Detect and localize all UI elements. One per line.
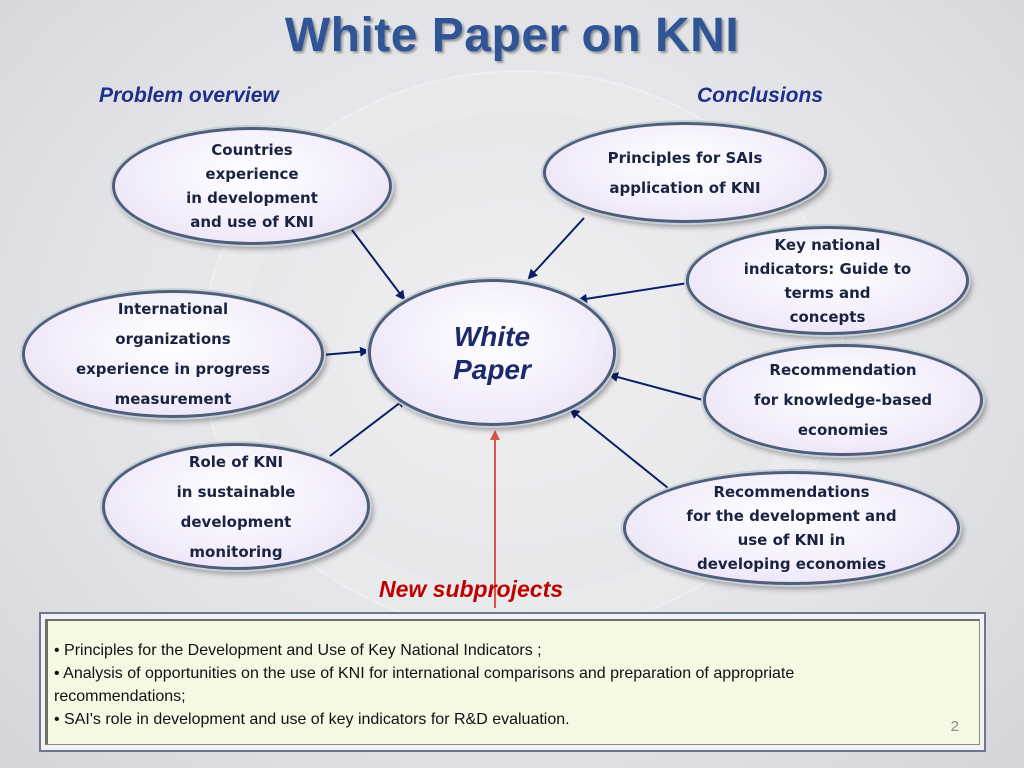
- arrow-developing-to-center: [569, 408, 669, 489]
- arrow-guide-to-center: [577, 282, 689, 304]
- arrow-role-to-center: [329, 397, 407, 457]
- page-number: 2: [950, 718, 959, 735]
- new-subprojects-heading: New subprojects: [378, 576, 564, 602]
- subprojects-list: • Principles for the Development and Use…: [45, 619, 980, 745]
- node-white-paper-center: White Paper: [368, 279, 616, 426]
- subproject-item-continuation: recommendations;: [54, 688, 186, 705]
- arrow-knowledge-to-center: [608, 372, 704, 401]
- subprojects-box: • Principles for the Development and Use…: [39, 612, 986, 752]
- node-international-organizations: International organizations experience i…: [22, 290, 324, 418]
- node-knowledge-based-economies: Recommendation for knowledge-based econo…: [703, 344, 983, 456]
- node-countries-experience: Countries experience in development and …: [112, 127, 392, 245]
- node-principles-for-sais: Principles for SAIs application of KNI: [543, 122, 827, 223]
- node-role-of-kni: Role of KNI in sustainable development m…: [102, 443, 370, 570]
- subproject-item: • Analysis of opportunities on the use o…: [54, 665, 795, 682]
- slide-title: White Paper on KNI: [284, 9, 740, 62]
- arrow-international-to-center: [321, 346, 370, 357]
- arrow-countries-to-center: [351, 229, 406, 301]
- problem-overview-heading: Problem overview: [99, 84, 279, 107]
- node-developing-economies: Recommendations for the development and …: [623, 471, 960, 585]
- subproject-item: • Principles for the Development and Use…: [54, 642, 542, 659]
- arrow-principles-to-center: [527, 217, 585, 280]
- subproject-item: • SAI's role in development and use of k…: [54, 711, 570, 728]
- conclusions-heading: Conclusions: [697, 84, 824, 107]
- node-guide-to-terms: Key national indicators: Guide to terms …: [686, 226, 969, 335]
